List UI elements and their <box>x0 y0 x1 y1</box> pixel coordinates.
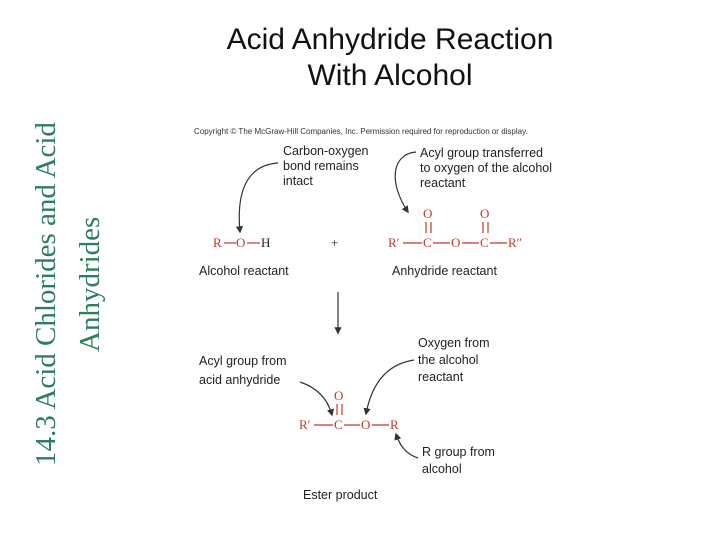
slide-title: Acid Anhydride Reaction With Alcohol <box>160 22 620 94</box>
note-r-group-line2: alcohol <box>422 462 462 476</box>
alcohol-r: R <box>213 235 222 250</box>
anhydride-r2: R″ <box>508 235 522 250</box>
arrow-oxygen-from <box>363 359 415 416</box>
note-oxygen-from-line3: reactant <box>418 370 464 384</box>
copyright-notice: Copyright © The McGraw-Hill Companies, I… <box>194 127 528 136</box>
arrow-acyl-from <box>299 381 334 417</box>
caption-anhydride-reactant: Anhydride reactant <box>392 264 497 278</box>
note-acyl-transferred-line3: reactant <box>420 176 466 190</box>
anhydride-r1: R′ <box>388 235 400 250</box>
note-carbon-oxygen-line3: intact <box>283 174 313 188</box>
anhydride-carbonyl-o2: O <box>480 206 489 221</box>
section-title-line2: Anhydrides <box>74 217 106 352</box>
ester-r1: R′ <box>299 417 311 432</box>
caption-ester-product: Ester product <box>303 488 378 502</box>
arrow-r-group <box>394 432 419 459</box>
slide-title-line2: With Alcohol <box>307 59 473 92</box>
note-acyl-transferred-line2: to oxygen of the alcohol <box>420 161 552 175</box>
slide-title-line1: Acid Anhydride Reaction <box>226 23 554 56</box>
arrow-acyl-transferred <box>394 151 417 214</box>
reaction-figure: Copyright © The McGraw-Hill Companies, I… <box>170 120 640 520</box>
ester-r: R <box>390 417 399 432</box>
note-acyl-from-line2: acid anhydride <box>199 373 280 387</box>
anhydride-c2: C <box>480 235 489 250</box>
anhydride-o-bridge: O <box>451 235 460 250</box>
note-oxygen-from-line1: Oxygen from <box>418 336 490 350</box>
ester-carbonyl-o: O <box>334 388 343 403</box>
note-acyl-from-line1: Acyl group from <box>199 354 287 368</box>
alcohol-h: H <box>261 235 270 250</box>
anhydride-c1: C <box>423 235 432 250</box>
arrow-bond-intact <box>235 162 279 234</box>
note-carbon-oxygen-line1: Carbon-oxygen <box>283 144 369 158</box>
section-title-vertical: 14.3 Acid Chlorides and Acid Anhydrides <box>22 0 112 470</box>
anhydride-carbonyl-o1: O <box>423 206 432 221</box>
reaction-diagram: Copyright © The McGraw-Hill Companies, I… <box>194 127 552 502</box>
caption-alcohol-reactant: Alcohol reactant <box>199 264 289 278</box>
section-title-svg: 14.3 Acid Chlorides and Acid Anhydrides <box>30 122 106 466</box>
section-title-line1: 14.3 Acid Chlorides and Acid <box>30 122 62 466</box>
note-oxygen-from-line2: the alcohol <box>418 353 478 367</box>
note-acyl-transferred-line1: Acyl group transferred <box>420 146 543 160</box>
note-carbon-oxygen-line2: bond remains <box>283 159 359 173</box>
plus-sign: + <box>331 235 338 250</box>
alcohol-o: O <box>236 235 245 250</box>
ester-c: C <box>334 417 343 432</box>
ester-o: O <box>361 417 370 432</box>
note-r-group-line1: R group from <box>422 445 495 459</box>
